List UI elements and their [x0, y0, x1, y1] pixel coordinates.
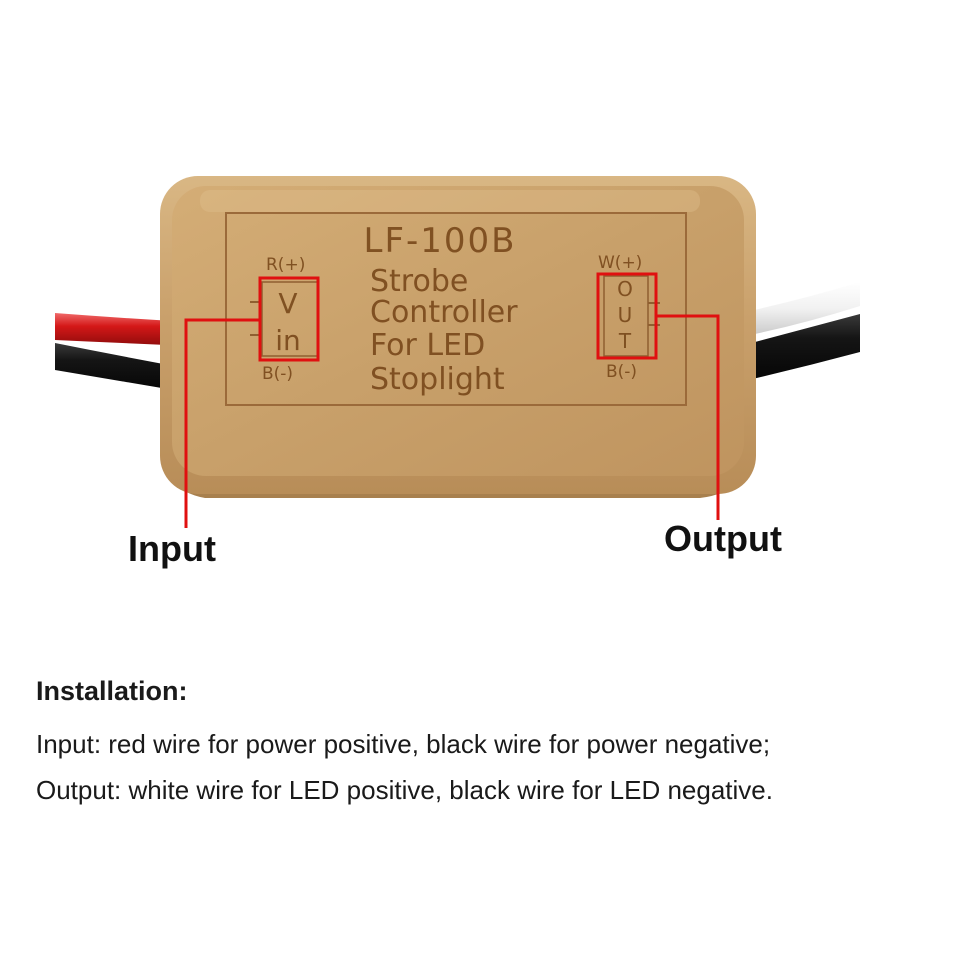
- output-callout-label: Output: [664, 518, 782, 559]
- output-leader-line: [656, 314, 720, 520]
- description-line: Strobe: [370, 264, 468, 299]
- input-positive-label: R(+): [266, 255, 305, 275]
- controller-housing: [160, 176, 756, 498]
- input-leader-line: [184, 318, 260, 528]
- installation-instructions: Installation: Input: red wire for power …: [36, 676, 773, 813]
- engraved-frame: [225, 212, 687, 406]
- installation-line-input: Input: red wire for power positive, blac…: [36, 729, 771, 759]
- description-line: Controller: [370, 295, 518, 330]
- output-box-letter: O: [617, 277, 633, 301]
- input-callout-label: Input: [128, 528, 216, 569]
- black-input-wire: [55, 343, 185, 392]
- input-negative-label: B(-): [262, 364, 293, 384]
- white-output-wire: [745, 282, 860, 336]
- output-box-letter: T: [618, 329, 632, 353]
- input-box-letter: V: [278, 287, 297, 320]
- output-wires: [740, 282, 860, 382]
- description-line: Stoplight: [370, 362, 505, 397]
- installation-heading: Installation:: [36, 676, 188, 706]
- output-positive-label: W(+): [598, 253, 642, 273]
- input-wires: [55, 313, 190, 392]
- model-number: LF-100B: [364, 221, 517, 261]
- output-box-letter: U: [618, 303, 633, 327]
- installation-line-output: Output: white wire for LED positive, bla…: [36, 775, 773, 805]
- description-line: For LED: [370, 328, 485, 363]
- red-input-wire: [55, 313, 190, 346]
- black-output-wire: [740, 314, 860, 382]
- output-pin-box: [603, 275, 649, 357]
- output-negative-label: B(-): [606, 362, 637, 382]
- input-box-letter: in: [275, 324, 301, 357]
